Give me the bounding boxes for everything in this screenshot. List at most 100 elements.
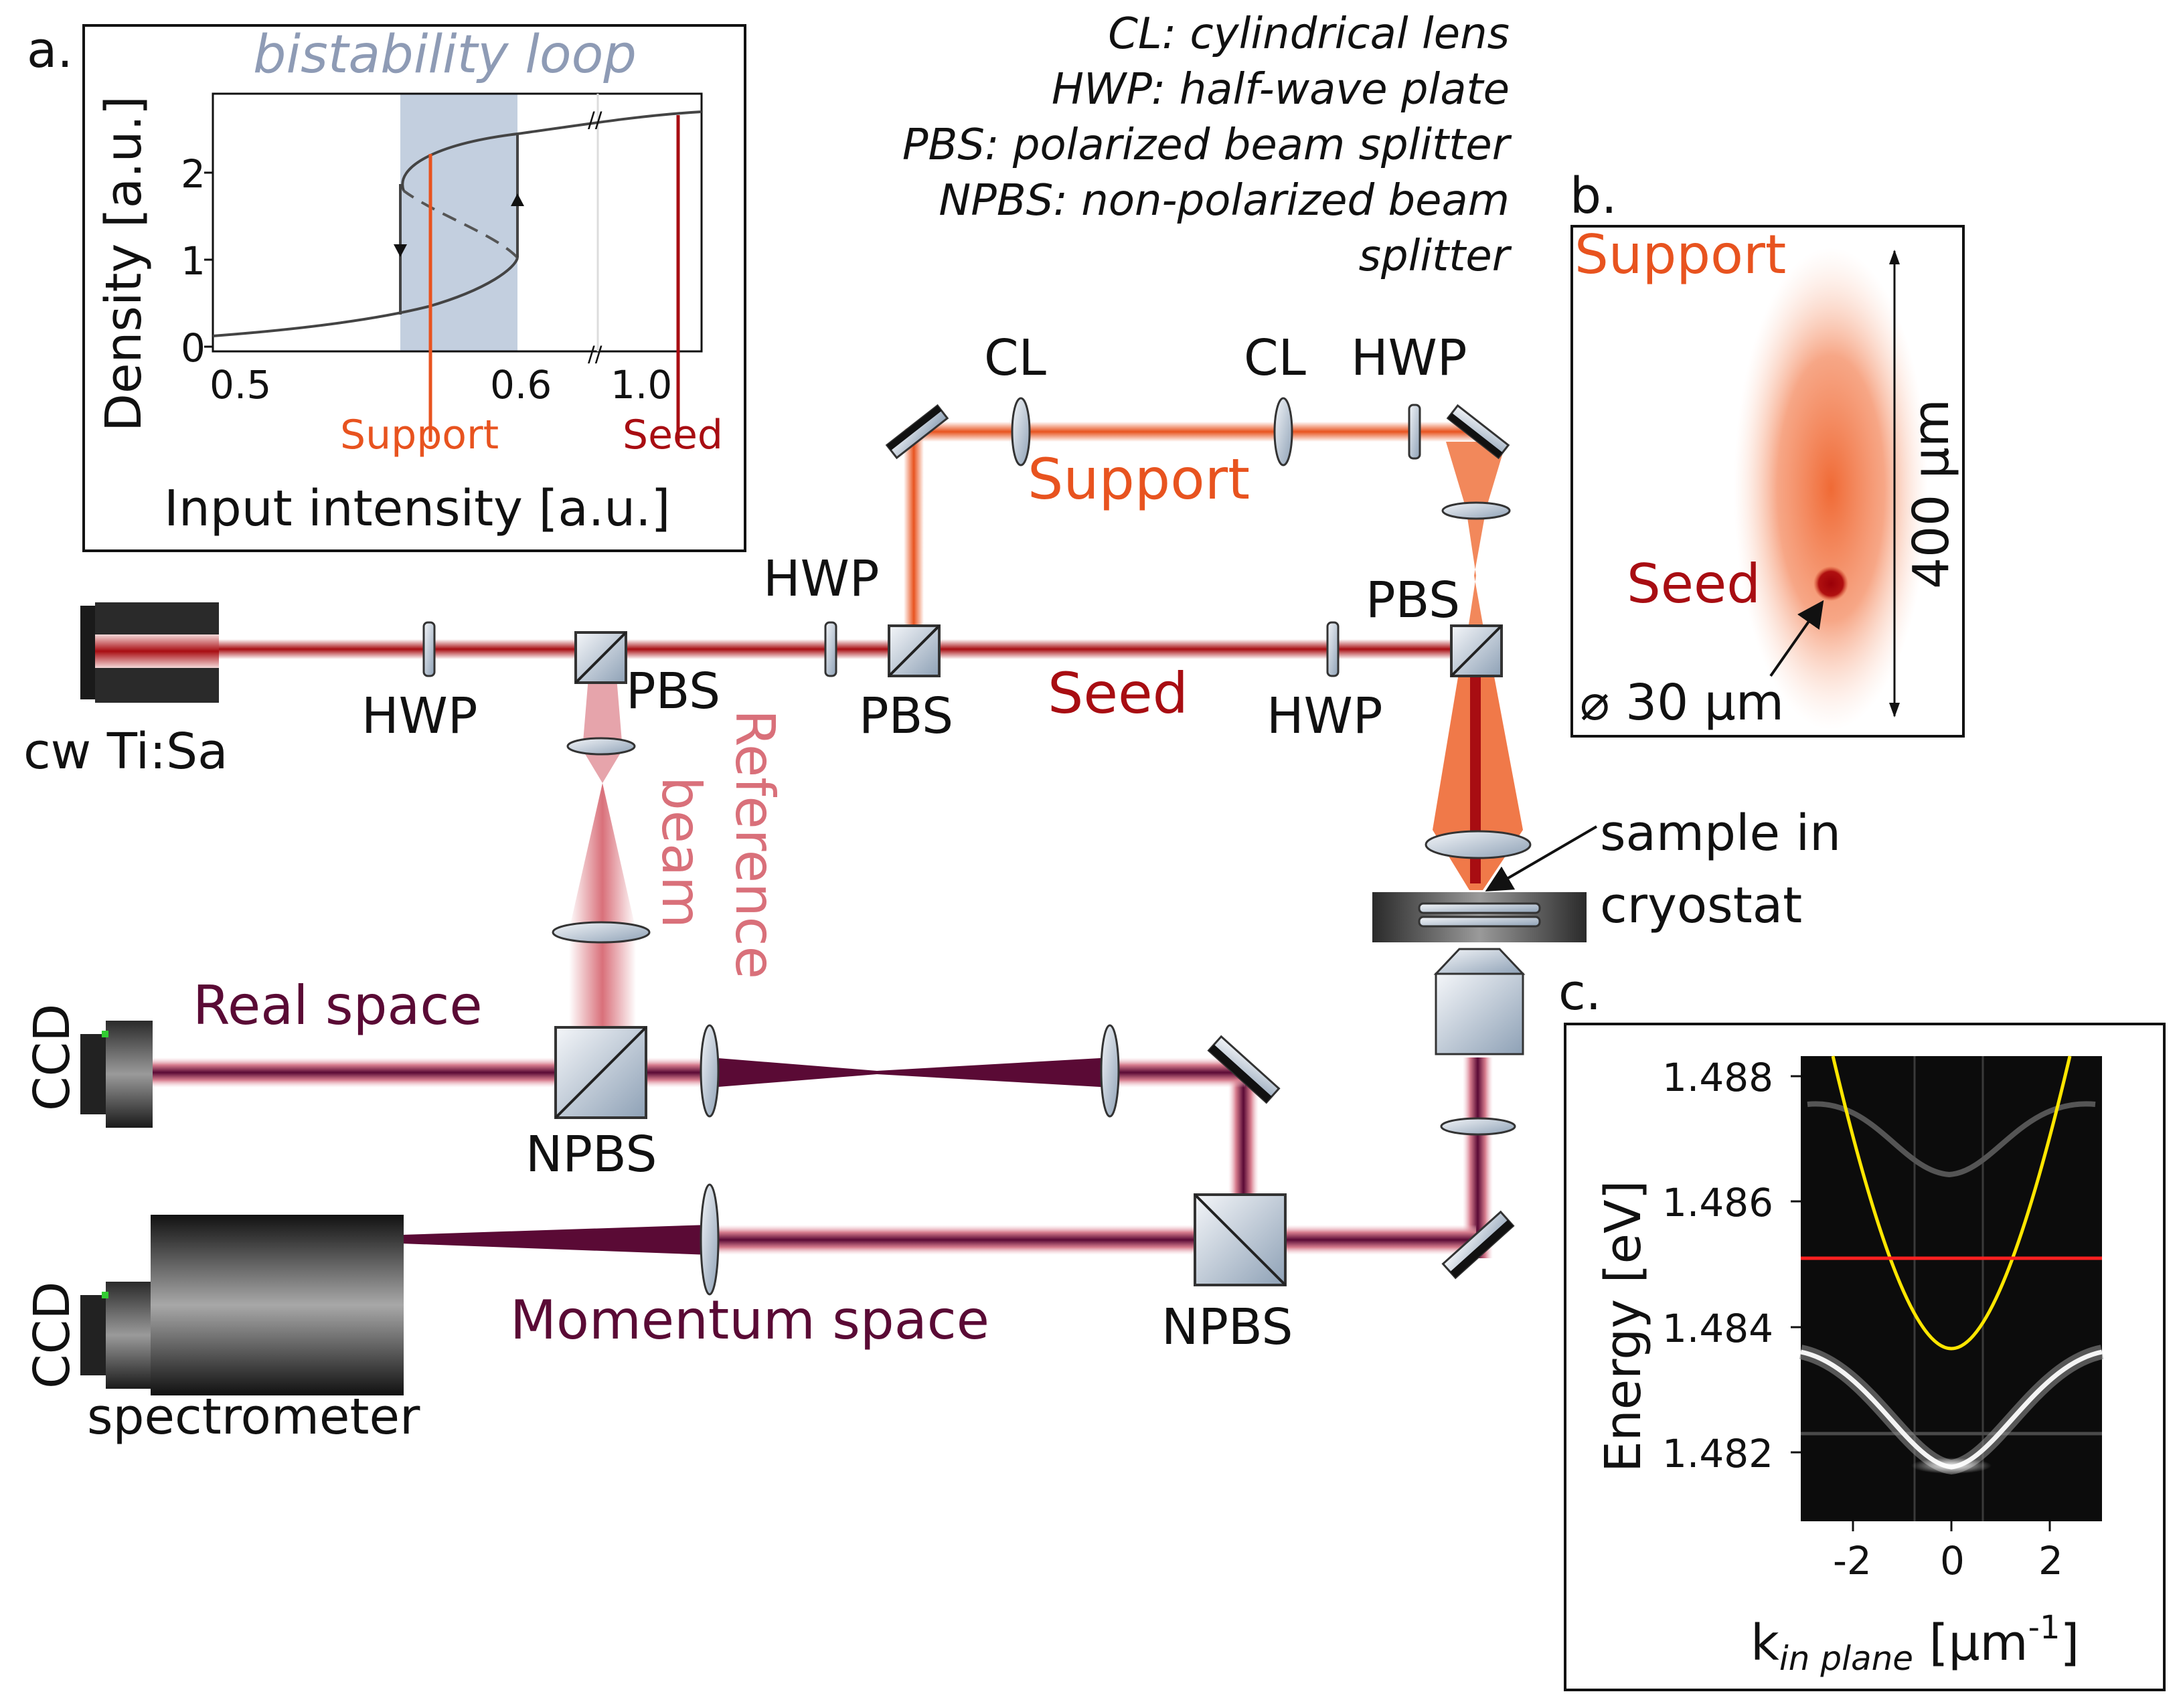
panel-a-letter: a. — [27, 21, 73, 79]
mirror-top-right — [1446, 404, 1510, 460]
spectrometer-label: spectrometer — [87, 1388, 420, 1446]
panel-a-title: bistability loop — [253, 25, 637, 85]
panel-b: b. Support Seed ⌀ 30 µm 400 µm — [1570, 167, 1965, 738]
lens-support-focus — [1441, 501, 1511, 520]
sample-label-2: cryostat — [1600, 877, 1802, 934]
pbs-cube-1 — [574, 631, 627, 684]
panel-c-plot-bg — [1801, 1056, 2102, 1521]
panel-c-ytick-3: 1.482 — [1662, 1431, 1773, 1476]
pbs-label-2: PBS — [859, 687, 953, 745]
pbs-label-3: PBS — [1366, 572, 1460, 629]
legend-line-3: PBS: polarized beam splitter — [902, 120, 1512, 170]
real-space-label: Real space — [193, 974, 483, 1037]
panel-a-break-top: // — [588, 107, 602, 133]
panel-a-support-label: Support — [340, 412, 499, 458]
support-beam-up — [904, 428, 924, 649]
mirror-top-left — [885, 404, 949, 460]
npbs-cube-1 — [554, 1026, 647, 1119]
panel-a-curve-lower — [212, 257, 519, 337]
panel-c-xtick-2: 2 — [2038, 1538, 2063, 1584]
legend-line-5: splitter — [1359, 232, 1512, 281]
panel-b-size-label: 400 µm — [1903, 399, 1960, 589]
panel-c-ytick-0: 1.488 — [1662, 1055, 1773, 1100]
panel-b-seed-spot — [1813, 566, 1848, 601]
panel-a-seed-label: Seed — [623, 412, 723, 458]
panel-b-support-spot — [1734, 248, 1928, 730]
panel-a-arrow-down — [394, 244, 407, 257]
panel-c-letter: c. — [1558, 964, 1601, 1021]
panel-c-xtick-0: -2 — [1833, 1538, 1872, 1584]
panel-a-curve-upper — [401, 110, 702, 191]
panel-a-shade — [400, 94, 517, 351]
sample-pointer-arrow — [1485, 825, 1598, 892]
npbs-label-2: NPBS — [1161, 1298, 1293, 1356]
real-beam-crossing — [710, 1057, 1111, 1088]
cl-label-1: CL — [984, 329, 1046, 387]
panel-c-upper-dispersion — [1807, 1101, 2096, 1178]
lens-momentum — [700, 1183, 720, 1296]
panel-a-xtick-1: 0.6 — [490, 362, 552, 408]
panel-a-xtick-0: 0.5 — [210, 362, 271, 408]
lens-sample — [1425, 830, 1532, 859]
panel-a-plot-area — [212, 92, 703, 353]
panel-c-ytick-1: 1.486 — [1662, 1180, 1773, 1225]
legend-line-1: CL: cylindrical lens — [1108, 9, 1510, 59]
pbs-label-1: PBS — [626, 663, 720, 720]
panel-b-letter: b. — [1570, 167, 1617, 225]
lens-real-1 — [700, 1024, 720, 1118]
cl-lens-1 — [1011, 397, 1031, 466]
hwp-label-3: HWP — [1267, 687, 1382, 745]
pbs-cube-3 — [1450, 624, 1503, 677]
mirror-middle — [1207, 1035, 1281, 1104]
ccd-label-spectrometer: CCD — [23, 1282, 81, 1389]
panel-c-xtick-1: 0 — [1940, 1538, 1965, 1584]
ccd-label-real: CCD — [23, 1004, 81, 1111]
setup-labels: cw Ti:Sa HWP PBS HWP PBS HWP PBS CL CL H… — [23, 329, 1841, 1446]
laser-label: cw Ti:Sa — [23, 723, 228, 780]
hwp-label-4: HWP — [1351, 329, 1467, 387]
panel-c: c. 1.488 1.486 1.484 1.482 -2 0 2 Energy… — [1558, 964, 2166, 1691]
momentum-space-label: Momentum space — [510, 1289, 989, 1351]
panel-c-yellow-parabola — [1831, 1055, 2072, 1351]
panel-a-ytick-1: 1 — [181, 238, 206, 284]
support-beam-down — [1446, 442, 1506, 643]
panel-c-ytick-2: 1.484 — [1662, 1306, 1773, 1351]
panel-a-ytick-0: 0 — [181, 325, 206, 371]
panel-a-xtick-2: 1.0 — [611, 362, 672, 408]
panel-b-diameter-label: ⌀ 30 µm — [1580, 674, 1784, 732]
hwp-plate-1 — [422, 621, 436, 677]
panel-b-seed-label: Seed — [1627, 553, 1761, 615]
support-beam-top — [914, 422, 1476, 442]
reference-label-2: beam — [650, 776, 712, 928]
cl-lens-2 — [1273, 397, 1293, 466]
legend-line-4: NPBS: non-polarized beam — [939, 176, 1510, 226]
panel-b-scale-arrow-top — [1889, 250, 1900, 264]
panel-a-arrow-up — [511, 193, 524, 206]
pbs-cube-2 — [888, 624, 941, 677]
panel-c-xlabel-exp: -1 — [2028, 1609, 2060, 1646]
hwp-plate-4 — [1408, 404, 1421, 460]
lens-detection-1 — [1440, 1117, 1516, 1136]
ccd-camera-spectrometer — [80, 1282, 153, 1389]
hwp-plate-3 — [1326, 621, 1340, 677]
legend: CL: cylindrical lens HWP: half-wave plat… — [902, 9, 1512, 281]
lens-ref-2 — [552, 921, 651, 944]
momentum-beam — [710, 1225, 1279, 1255]
ccd-camera-real — [80, 1021, 153, 1128]
laser-head — [80, 602, 219, 703]
lens-real-2 — [1100, 1024, 1120, 1118]
combined-beam-core — [1470, 663, 1481, 883]
reference-beam-expand — [569, 783, 636, 1031]
seed-beam-main — [218, 639, 1486, 659]
panel-a-curve-unstable — [402, 189, 519, 259]
sample-label-1: sample in — [1600, 804, 1841, 862]
panel-c-xlabel-close: ] — [2060, 1614, 2079, 1672]
panel-a: a. // // 0 1 2 0.5 0.6 1.0 Support Seed … — [27, 21, 746, 552]
panel-b-support-label: Support — [1574, 224, 1786, 286]
panel-b-seed-arrow — [1769, 600, 1824, 677]
panel-a-ytick-2: 2 — [181, 151, 206, 197]
panel-c-ylabel: Energy [eV] — [1595, 1181, 1652, 1472]
hwp-plate-2 — [824, 621, 837, 677]
cryostat — [1372, 892, 1587, 942]
